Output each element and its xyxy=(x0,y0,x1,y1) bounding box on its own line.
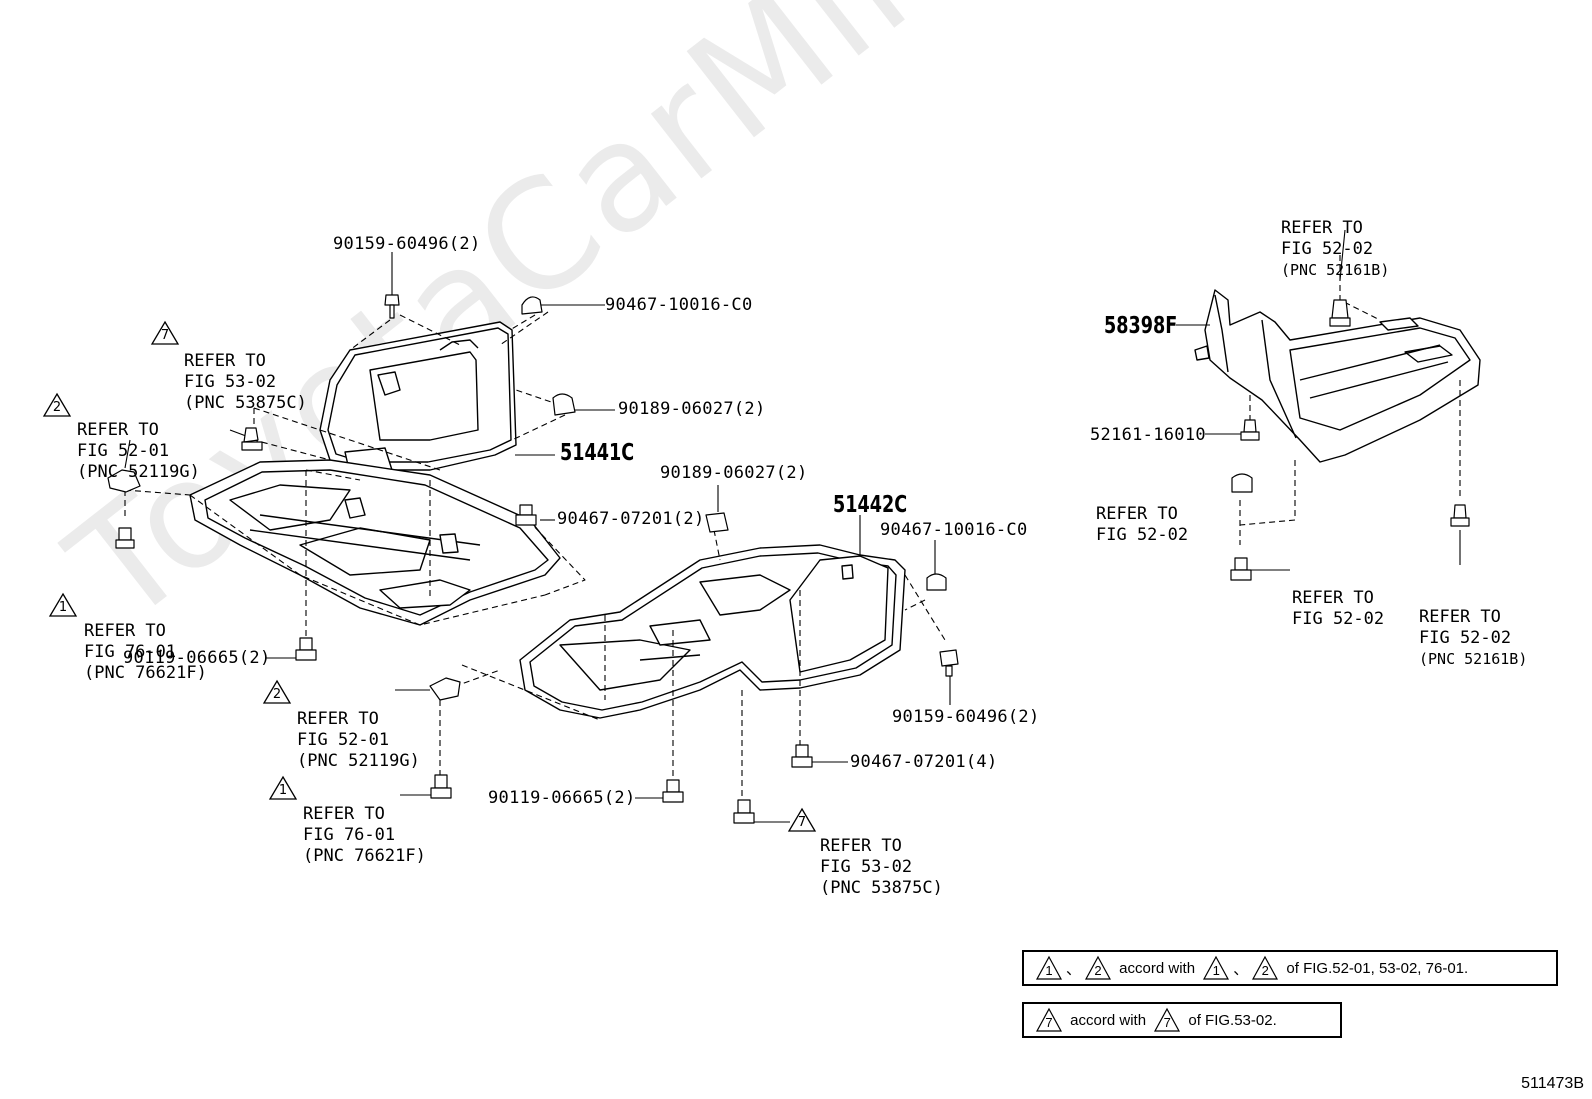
part-51441C-shape xyxy=(319,321,517,475)
triangle-7-marker: 7 xyxy=(1153,1007,1181,1033)
figure-number: 511473B xyxy=(1521,1075,1584,1092)
label-90467-07201-4: 90467-07201(4) xyxy=(850,752,998,772)
label-52161-16010: 52161-16010 xyxy=(1090,425,1206,445)
triangle-2-marker: 2 xyxy=(1084,955,1112,981)
triangle-7-marker: 7 xyxy=(1035,1007,1063,1033)
label-90159-right: 90159-60496(2) xyxy=(892,707,1040,727)
label-90159-top: 90159-60496(2) xyxy=(333,234,481,254)
part-number-51441C: 51441C xyxy=(560,440,635,466)
label-90467-10016-mid: 90467-10016-C0 xyxy=(880,520,1028,540)
legend-note-2: 7 accord with 7 of FIG.53-02. xyxy=(1022,1002,1342,1038)
triangle-7-marker: 7 xyxy=(150,320,180,346)
label-90467-07201-2: 90467-07201(2) xyxy=(557,509,705,529)
triangle-2-marker: 2 xyxy=(42,392,72,418)
triangle-2-marker: 2 xyxy=(262,679,292,705)
part-number-51442C: 51442C xyxy=(833,492,908,518)
triangle-1-marker: 1 xyxy=(1035,955,1063,981)
triangle-1-marker: 1 xyxy=(268,775,298,801)
fasteners xyxy=(107,294,1470,824)
legend-note-1: 1 、 2 accord with 1 、 2 of FIG.52-01, 53… xyxy=(1022,950,1558,986)
dashed-lines xyxy=(124,255,1461,800)
triangle-2-marker: 2 xyxy=(1251,955,1279,981)
part-51441C-lower-shape xyxy=(189,459,561,626)
label-90119-bottom: 90119-06665(2) xyxy=(488,788,636,808)
part-58398F-shape xyxy=(1194,289,1481,463)
triangle-7-marker: 7 xyxy=(787,807,817,833)
label-90467-10016-top: 90467-10016-C0 xyxy=(605,295,753,315)
part-number-58398F: 58398F xyxy=(1104,313,1178,339)
part-51442C-shape xyxy=(519,544,906,719)
triangle-1-marker: 1 xyxy=(48,592,78,618)
triangle-1-marker: 1 xyxy=(1202,955,1230,981)
label-90189-mid: 90189-06027(2) xyxy=(660,463,808,483)
label-90119-left: 90119-06665(2) xyxy=(123,648,271,668)
label-90189-top: 90189-06027(2) xyxy=(618,399,766,419)
